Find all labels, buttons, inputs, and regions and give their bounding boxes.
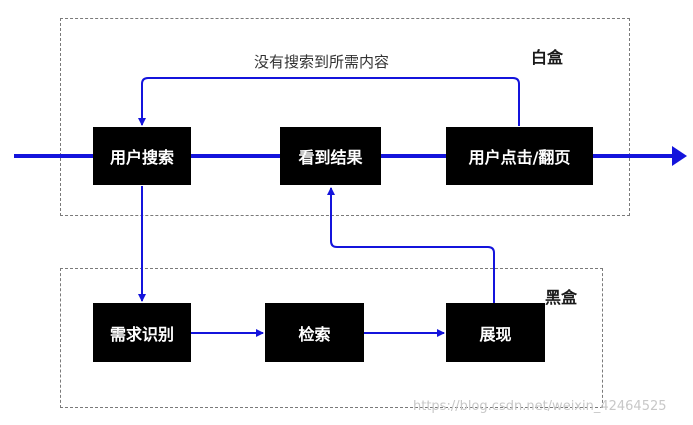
white-box-group — [60, 18, 630, 216]
edge-no-content-loop — [138, 77, 520, 126]
black-box-title: 黑盒 — [545, 288, 578, 307]
white-box-title: 白盒 — [531, 48, 564, 67]
node-user-click-page: 用户点击/翻页 — [446, 127, 593, 185]
black-box-group — [60, 268, 603, 408]
main-flow-arrowhead — [672, 146, 687, 166]
node-display: 展现 — [446, 303, 545, 362]
node-retrieval: 检索 — [265, 303, 364, 362]
edge-display-to-results — [327, 187, 495, 303]
node-user-search: 用户搜索 — [93, 127, 191, 185]
edge-label-no-content: 没有搜索到所需内容 — [254, 53, 390, 71]
watermark-text: https://blog.csdn.net/weixin_42464525 — [413, 399, 667, 414]
node-need-recognition: 需求识别 — [93, 303, 191, 362]
node-see-results: 看到结果 — [280, 127, 381, 185]
